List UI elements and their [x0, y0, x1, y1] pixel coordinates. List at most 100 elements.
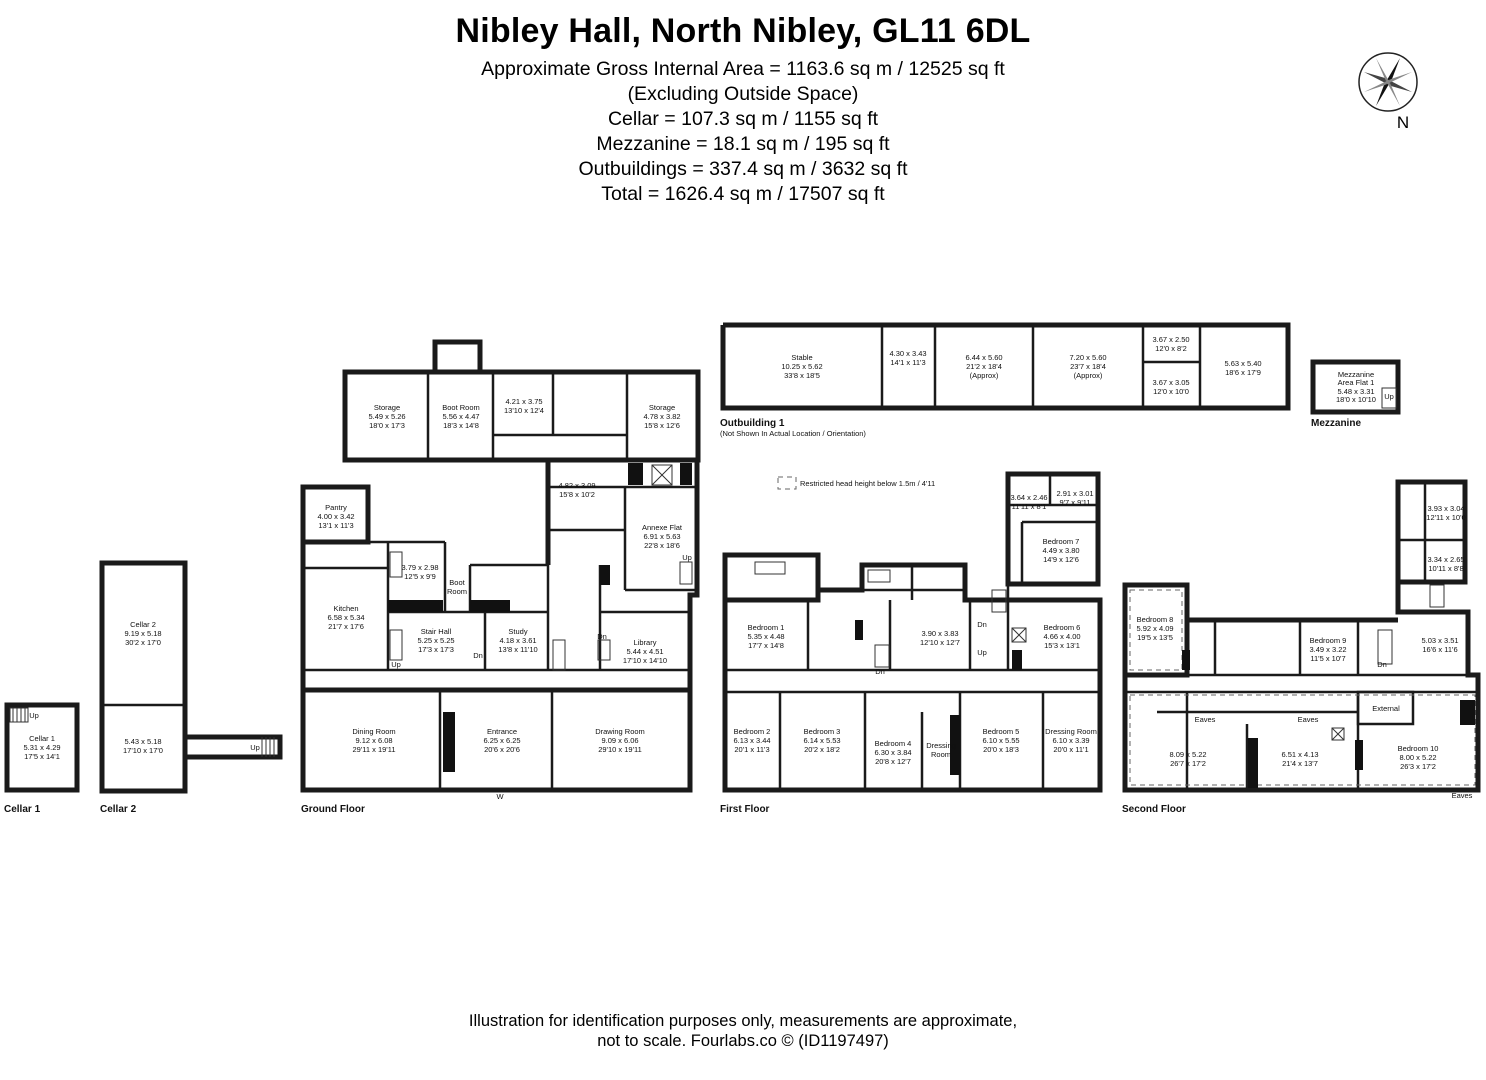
restricted-legend-text: Restricted head height below 1.5m / 4'11	[800, 479, 935, 488]
room-gf-kitchen-metric: 6.58 x 5.34	[327, 613, 364, 622]
room-gf-stairhall-imperial: 17'3 x 17'3	[418, 645, 454, 654]
room-ff-364-imperial: 11'11 x 8'1	[1012, 502, 1047, 511]
room-gf-entrance-imperial: 20'6 x 20'6	[484, 745, 520, 754]
room-sf-651-imperial: 21'4 x 13'7	[1282, 759, 1318, 768]
room-sf-503-metric: 5.03 x 3.51	[1421, 636, 1458, 645]
room-ob-644-imperial: 21'2 x 18'4	[966, 362, 1002, 371]
room-sf-bed9-imperial: 11'5 x 10'7	[1310, 654, 1345, 663]
room-sf-bed9-metric: 3.49 x 3.22	[1309, 645, 1346, 654]
floor-label-second: Second Floor	[1122, 804, 1186, 815]
room-ob-367a-metric: 3.67 x 2.50	[1152, 335, 1189, 344]
room-ob-430-imperial: 14'1 x 11'3	[890, 358, 925, 367]
outbuilding-plan: Stable 10.25 x 5.62 33'8 x 18'5 4.30 x 3…	[720, 322, 1291, 411]
room-ff-364-metric: 3.64 x 2.46	[1010, 493, 1047, 502]
room-ob-stable-name: Stable	[791, 353, 812, 362]
room-ob-644-metric: 6.44 x 5.60	[965, 353, 1002, 362]
room-gf-dining-name: Dining Room	[352, 727, 395, 736]
room-gf-pantry-imperial: 13'1 x 11'3	[318, 521, 353, 530]
room-sf-bed8-metric: 5.92 x 4.09	[1136, 624, 1173, 633]
room-gf-study-metric: 4.18 x 3.61	[499, 636, 536, 645]
room-ob-430-metric: 4.30 x 3.43	[889, 349, 926, 358]
room-ff-bed2-imperial: 20'1 x 11'3	[734, 745, 769, 754]
room-ff-390-metric: 3.90 x 3.83	[921, 629, 958, 638]
room-sf-393-imperial: 12'11 x 10'0	[1426, 513, 1465, 522]
room-ff-bed2-name: Bedroom 2	[734, 727, 771, 736]
cellar2-up: Up	[250, 743, 260, 752]
room-gf-482-imperial: 15'8 x 10'2	[559, 490, 595, 499]
room-ff-bed1-name: Bedroom 1	[748, 623, 785, 632]
room-ff-390-imperial: 12'10 x 12'7	[920, 638, 960, 647]
room-gf-bootroom-imperial: 18'3 x 14'8	[443, 421, 479, 430]
area-excluding: (Excluding Outside Space)	[627, 83, 859, 105]
room-gf-dining-metric: 9.12 x 6.08	[355, 736, 392, 745]
mezzanine-plan: Mezzanine Area Flat 1 5.48 x 3.31 18'0 x…	[1310, 359, 1401, 415]
room-sf-334-metric: 3.34 x 2.65	[1427, 555, 1464, 564]
room-cellar1-imperial: 17'5 x 14'1	[24, 752, 60, 761]
footer-line-1: Illustration for identification purposes…	[468, 1012, 1018, 1030]
room-gf-storage1-name: Storage	[374, 403, 400, 412]
room-ff-bed3-imperial: 20'2 x 18'2	[804, 745, 840, 754]
room-ob-367b-metric: 3.67 x 3.05	[1152, 378, 1189, 387]
room-ff-bed1-imperial: 17'7 x 14'8	[748, 641, 784, 650]
room-gf-annexe-metric: 6.91 x 5.63	[643, 532, 680, 541]
room-gf-library-name: Library	[634, 638, 657, 647]
room-ff-bed2-metric: 6.13 x 3.44	[733, 736, 770, 745]
compass-north-label: N	[1397, 113, 1409, 132]
room-gf-storage1-metric: 5.49 x 5.26	[368, 412, 405, 421]
room-sf-809-metric: 8.09 x 5.22	[1169, 750, 1206, 759]
cellar1-up: Up	[29, 711, 39, 720]
room-ob-720-metric: 7.20 x 5.60	[1069, 353, 1106, 362]
room-ff-bed7-metric: 4.49 x 3.80	[1042, 546, 1079, 555]
room-gf-drawing-metric: 9.09 x 6.06	[601, 736, 638, 745]
room-gf-study-name: Study	[508, 627, 527, 636]
floor-label-outbuilding: Outbuilding 1	[720, 418, 785, 429]
room-sf-809-imperial: 26'7 x 17'2	[1170, 759, 1206, 768]
mezz-up: Up	[1384, 392, 1394, 401]
room-gf-pantry-name: Pantry	[325, 503, 347, 512]
room-ob-720-note: (Approx)	[1074, 371, 1103, 380]
room-gf-482-metric: 4.82 x 3.09	[558, 481, 595, 490]
floor-label-cellar1: Cellar 1	[4, 804, 41, 815]
floor-label-first: First Floor	[720, 804, 770, 815]
room-sf-bed10-name: Bedroom 10	[1398, 744, 1439, 753]
sf-dn-1: Dn	[1377, 660, 1387, 669]
room-ob-367b-imperial: 12'0 x 10'0	[1153, 387, 1189, 396]
room-gf-kitchen-name: Kitchen	[333, 604, 358, 613]
room-ff-dressing2-imperial: 20'0 x 11'1	[1053, 745, 1088, 754]
room-cellar1-name: Cellar 1	[29, 734, 55, 743]
room-gf-stairhall-metric: 5.25 x 5.25	[417, 636, 454, 645]
room-gf-storage1-imperial: 18'0 x 17'3	[369, 421, 405, 430]
room-sf-393-metric: 3.93 x 3.04	[1427, 504, 1464, 513]
room-cellar1-metric: 5.31 x 4.29	[23, 743, 60, 752]
room-sf-503-imperial: 16'6 x 11'6	[1422, 645, 1457, 654]
room-gf-library-metric: 5.44 x 4.51	[626, 647, 663, 656]
room-mezz-line1: Mezzanine	[1338, 370, 1374, 379]
area-total: Total = 1626.4 sq m / 17507 sq ft	[601, 183, 885, 205]
first-floor-plan: Bedroom 1 5.35 x 4.48 17'7 x 14'8 3.90 x…	[722, 471, 1103, 793]
room-gf-dining-imperial: 29'11 x 19'11	[352, 745, 395, 754]
cellar-2-plan: Up Cellar 2 9.19 x 5.18 30'2 x 17'0 5.43…	[99, 560, 283, 794]
room-cellar2-name: Cellar 2	[130, 620, 156, 629]
footer-line-2: not to scale. Fourlabs.co © (ID1197497)	[597, 1032, 889, 1050]
room-gf-entrance-metric: 6.25 x 6.25	[483, 736, 520, 745]
room-sf-bed10-imperial: 26'3 x 17'2	[1400, 762, 1436, 771]
room-ff-bed7-name: Bedroom 7	[1043, 537, 1080, 546]
room-gf-entrance-name: Entrance	[487, 727, 517, 736]
gf-dn-1: Dn	[473, 651, 483, 660]
room-cellar2b-imperial: 17'10 x 17'0	[123, 746, 163, 755]
gf-dn-2: Dn	[597, 632, 607, 641]
room-sf-334-imperial: 10'11 x 8'8	[1428, 564, 1463, 573]
room-ff-bed4-metric: 6.30 x 3.84	[874, 748, 911, 757]
room-cellar2-imperial: 30'2 x 17'0	[125, 638, 161, 647]
room-gf-421-imperial: 13'10 x 12'4	[504, 406, 544, 415]
restricted-legend-swatch	[777, 476, 797, 490]
room-gf-drawing-name: Drawing Room	[595, 727, 645, 736]
room-gf-421-metric: 4.21 x 3.75	[505, 397, 542, 406]
room-ob-stable-imperial: 33'8 x 18'5	[784, 371, 820, 380]
area-gross: Approximate Gross Internal Area = 1163.6…	[481, 58, 1005, 80]
floor-label-ground: Ground Floor	[301, 804, 365, 815]
sf-eaves-1: Eaves	[1195, 715, 1216, 724]
room-ob-563-imperial: 18'6 x 17'9	[1225, 368, 1261, 377]
second-floor-plan: Bedroom 8 5.92 x 4.09 19'5 x 13'5 Bedroo…	[1122, 479, 1481, 800]
